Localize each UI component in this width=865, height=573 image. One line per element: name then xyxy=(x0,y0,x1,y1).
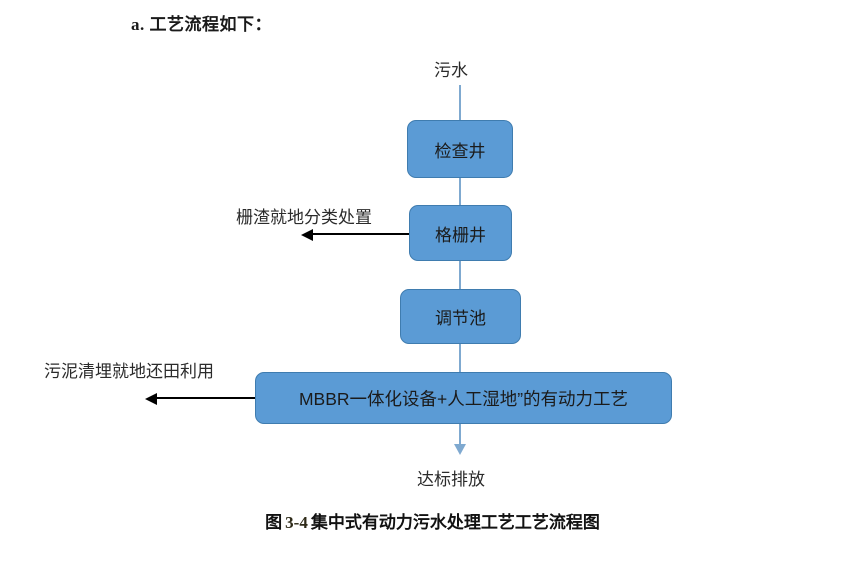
connector-regulating-tank-to-mbbr xyxy=(459,343,461,373)
flow-node-grating-well[interactable]: 格栅井 xyxy=(409,205,512,261)
arrow-shaft-sludge-disposal xyxy=(157,397,255,399)
connector-inspection-well-to-grating-well xyxy=(459,177,461,206)
caption-prefix: 图 xyxy=(265,513,283,532)
caption-text: 集中式有动力污水处理工艺工艺流程图 xyxy=(310,513,600,532)
flow-node-inspection-well[interactable]: 检查井 xyxy=(407,120,513,178)
flow-input-label: 污水 xyxy=(434,61,468,80)
flow-node-regulating-tank[interactable]: 调节池 xyxy=(400,289,521,344)
connector-mbbr-to-output xyxy=(459,423,461,446)
arrow-head-grit-disposal xyxy=(301,229,313,241)
caption-number: 3-4 xyxy=(285,513,308,532)
arrow-head-output xyxy=(454,444,466,455)
flow-output-label: 达标排放 xyxy=(417,470,485,489)
side-output-label-grit-disposal: 栅渣就地分类处置 xyxy=(236,208,372,227)
connector-input-to-inspection-well xyxy=(459,85,461,121)
side-output-label-sludge-disposal: 污泥清埋就地还田利用 xyxy=(44,362,214,381)
flow-node-mbbr-process[interactable]: MBBR一体化设备+人工湿地”的有动力工艺 xyxy=(255,372,672,424)
connector-grating-well-to-regulating-tank xyxy=(459,260,461,290)
arrow-shaft-grit-disposal xyxy=(313,233,409,235)
arrow-head-sludge-disposal xyxy=(145,393,157,405)
page-heading: a. 工艺流程如下： xyxy=(131,15,272,34)
